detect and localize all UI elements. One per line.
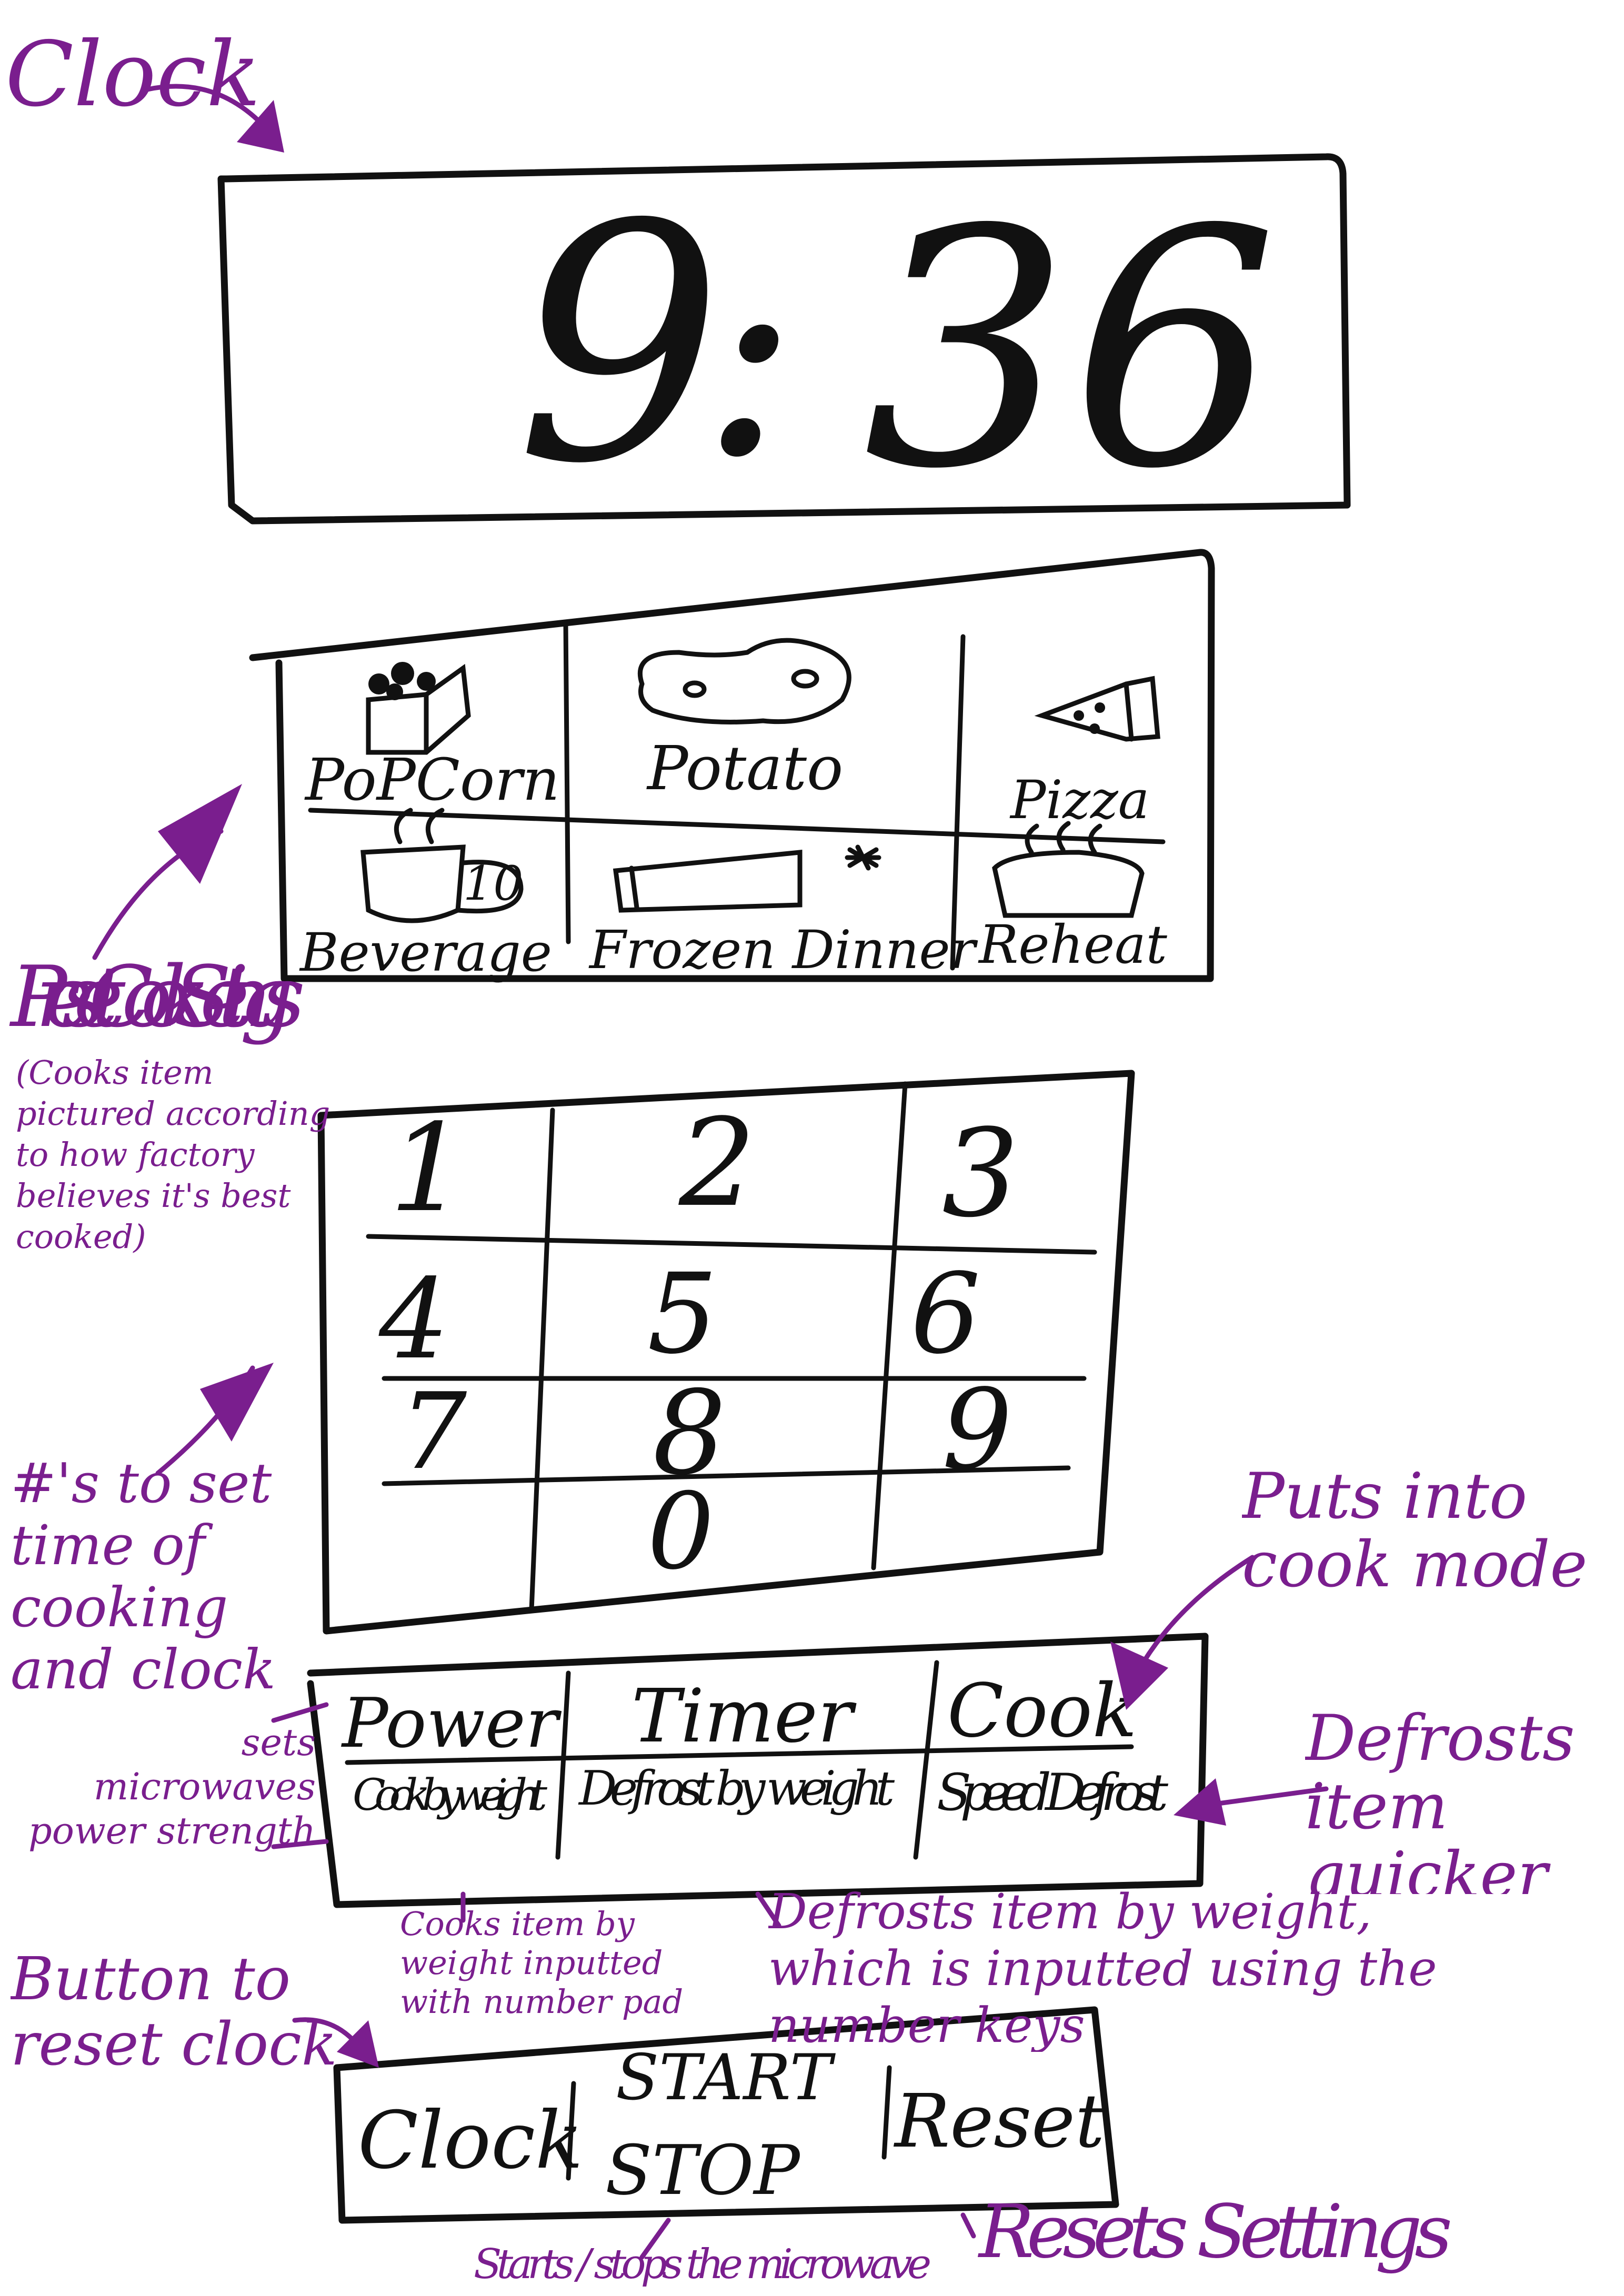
potato-icon — [637, 638, 851, 724]
annotation-power-arrow — [271, 1702, 329, 1723]
clock-minutes: 36 — [863, 161, 1278, 540]
svg-text:Reset: Reset — [893, 2079, 1105, 2164]
annotation-cook-by-weight-note: Cooks item by weight inputted with numbe… — [400, 1905, 684, 2021]
svg-text:STOP: STOP — [605, 2130, 801, 2210]
preset-potato-label: Potato — [646, 733, 843, 804]
svg-text:0: 0 — [647, 1471, 714, 1593]
preset-beverage[interactable]: 10 Beverage — [299, 808, 552, 983]
annotation-defrost-by-weight-note: Defrosts item by weight, which is inputt… — [768, 1884, 1437, 2052]
preset-pizza-label: Pizza — [1009, 769, 1149, 831]
svg-text:Speed Defrost: Speed Defrost — [937, 1763, 1168, 1822]
annotation-clock: Clock — [5, 23, 260, 127]
svg-text:1: 1 — [389, 1099, 466, 1239]
clock-hours: 9 — [516, 156, 723, 535]
cook-by-weight-button[interactable]: Cook by weight — [353, 1770, 548, 1820]
tray-icon — [613, 844, 881, 913]
svg-text:8: 8 — [653, 1366, 726, 1501]
keypad-key-6[interactable]: 6 — [910, 1250, 981, 1378]
preset-frozen-dinner[interactable]: Frozen Dinner — [588, 844, 978, 981]
preset-reheat[interactable]: Reheat — [978, 821, 1168, 975]
pizza-icon — [1034, 676, 1160, 742]
control-panel — [333, 2006, 1119, 2224]
preset-frozen-dinner-label: Frozen Dinner — [588, 919, 978, 981]
annotation-speed-defrost-note: Defrosts item quicker — [1305, 1705, 1575, 1894]
preset-beverage-label: Beverage — [299, 922, 552, 983]
clock-display: 9 : 36 — [217, 153, 1351, 540]
function-panel — [307, 1633, 1209, 1908]
keypad-key-5[interactable]: 5 — [647, 1250, 718, 1378]
svg-text:Cook by weight: Cook by weight — [353, 1770, 548, 1820]
bowl-icon — [992, 821, 1145, 918]
annotation-presets-note: (Cooks item pictured according to how fa… — [16, 1053, 330, 1256]
keypad-key-3[interactable]: 3 — [942, 1104, 1019, 1244]
svg-text:4: 4 — [378, 1255, 449, 1384]
timer-button[interactable]: Timer — [631, 1674, 857, 1759]
svg-text:5: 5 — [647, 1250, 718, 1378]
annotation-presets-title: Preset Cook Settings — [9, 948, 305, 1046]
keypad-key-7[interactable]: 7 — [400, 1371, 467, 1493]
keypad-key-0[interactable]: 0 — [647, 1471, 714, 1593]
preset-popcorn[interactable]: PoPCorn — [304, 662, 560, 813]
annotation-speed-defrost-arrow — [1208, 1786, 1329, 1807]
reset-button[interactable]: Reset — [893, 2079, 1105, 2164]
annotation-cook-note: Puts into cook mode — [1242, 1463, 1588, 1602]
preset-pizza[interactable]: Pizza — [1009, 676, 1160, 831]
svg-text:6: 6 — [910, 1250, 981, 1378]
svg-text:Defrost by weight: Defrost by weight — [578, 1761, 895, 1816]
annotation-reset-note: Resets Settings — [977, 2189, 1452, 2275]
clock-separator: : — [700, 179, 799, 522]
preset-reheat-label: Reheat — [978, 914, 1168, 975]
preset-panel — [249, 549, 1215, 982]
svg-text:2: 2 — [678, 1093, 756, 1234]
popcorn-icon — [366, 662, 471, 755]
cook-button[interactable]: Cook — [947, 1668, 1137, 1754]
start-stop-button[interactable]: START STOP — [605, 2041, 836, 2210]
svg-text:Cook: Cook — [947, 1668, 1137, 1754]
keypad-key-1[interactable]: 1 — [389, 1099, 466, 1239]
svg-text:9: 9 — [942, 1365, 1013, 1494]
keypad-grid — [317, 1070, 1135, 1635]
svg-text:7: 7 — [400, 1371, 467, 1493]
keypad-key-4[interactable]: 4 — [378, 1255, 449, 1384]
speed-defrost-button[interactable]: Speed Defrost — [937, 1763, 1168, 1822]
svg-text:START: START — [616, 2041, 836, 2114]
svg-text:Clock: Clock — [358, 2095, 583, 2187]
power-button[interactable]: Power — [341, 1683, 562, 1763]
annotations: Clock Preset Cook Settings (Cooks item p… — [5, 23, 1588, 2288]
annotation-power-note: sets microwaves power strength — [28, 1721, 316, 1852]
defrost-by-weight-button[interactable]: Defrost by weight — [578, 1761, 895, 1816]
preset-popcorn-label: PoPCorn — [304, 746, 560, 813]
mug-icon — [360, 808, 524, 923]
beverage-power-badge: 10 — [463, 856, 524, 911]
svg-text:3: 3 — [942, 1104, 1019, 1244]
annotation-clock-button-note: Button to reset clock — [11, 1947, 337, 2079]
keypad-key-8[interactable]: 8 — [653, 1366, 726, 1501]
clock-button[interactable]: Clock — [358, 2095, 583, 2187]
keypad-key-2[interactable]: 2 — [678, 1093, 756, 1234]
keypad-key-9[interactable]: 9 — [942, 1365, 1013, 1494]
svg-text:Power: Power — [341, 1683, 562, 1763]
annotation-start-stop-note: Starts / stops the microwave — [474, 2241, 931, 2288]
preset-potato[interactable]: Potato — [637, 638, 851, 804]
annotation-keypad-note: #'s to set time of cooking and clock — [11, 1452, 276, 1701]
svg-text:Timer: Timer — [631, 1674, 857, 1759]
